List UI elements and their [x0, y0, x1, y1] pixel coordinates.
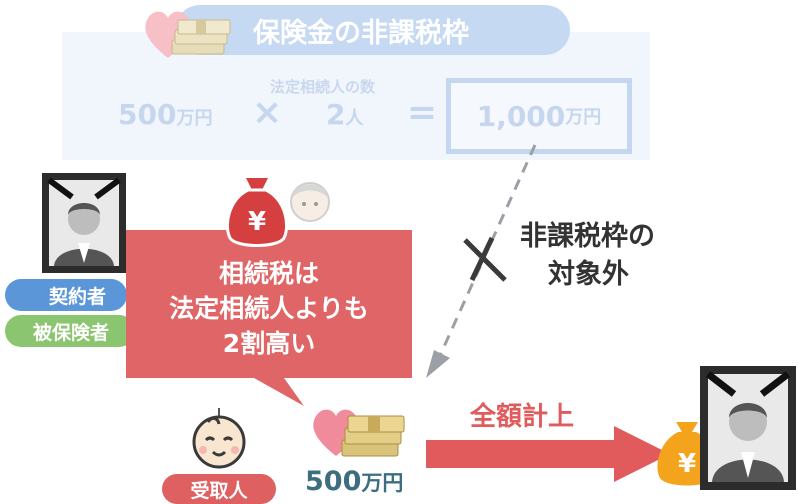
speech-text: 相続税は 法定相続人よりも 2割高い	[169, 259, 369, 358]
excluded-arrow	[426, 144, 537, 378]
exclusion-note: 非課税枠の 対象外	[520, 221, 655, 290]
heir-child-icon	[290, 182, 330, 222]
result-amount: 1,000	[476, 99, 566, 133]
bag-yen-symbol: ¥	[248, 207, 266, 237]
payout-arrow	[426, 426, 670, 482]
equals-sign: =	[407, 92, 438, 133]
contractor-badge: 契約者	[5, 279, 127, 311]
speech-bubble	[126, 230, 412, 406]
title-pill: 保険金の非課税枠	[175, 5, 570, 55]
heart-money-icon	[145, 11, 231, 58]
base-amount: 500万円	[118, 98, 213, 131]
recipient-badge: 受取人	[162, 474, 276, 504]
heir-count: 2人	[326, 98, 364, 131]
money-bag-icon: ¥	[225, 178, 289, 247]
page-title: 保険金の非課税枠	[253, 17, 469, 49]
legal-heirs-label: 法定相続人の数	[270, 78, 376, 96]
cross-mark-icon	[463, 236, 507, 282]
full-amount-label: 全額計上	[470, 402, 575, 432]
deceased-portrait-left	[42, 173, 126, 273]
coin-yen-symbol: ¥	[678, 449, 696, 479]
payout-amount: 500万円	[305, 466, 404, 497]
insured-badge: 被保険者	[5, 315, 135, 347]
deceased-portrait-right	[700, 366, 796, 490]
payout-heart-money-icon	[313, 409, 405, 457]
times-sign: ×	[252, 92, 283, 133]
recipient-baby-icon	[192, 408, 246, 469]
